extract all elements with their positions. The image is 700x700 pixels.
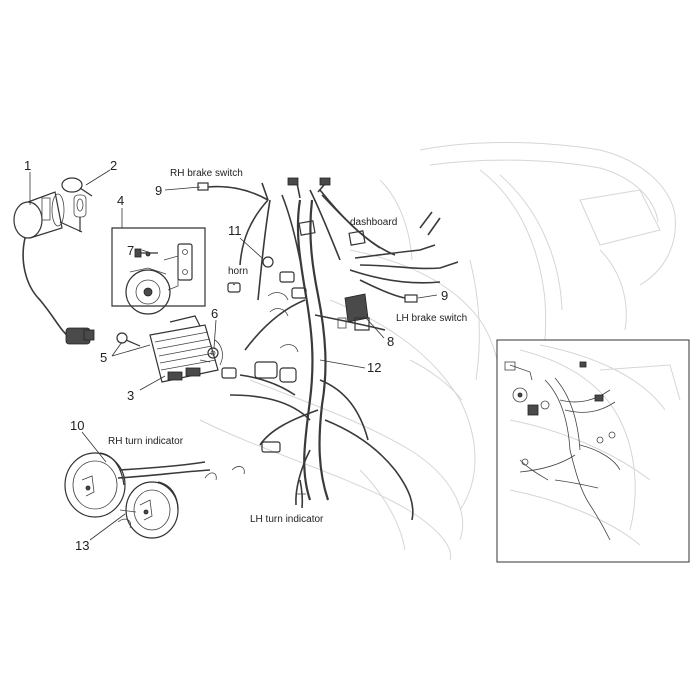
callout-numbers: 1 2 4 7 6 5 3 9 11 9 8 12 10 13 [24, 158, 448, 553]
leader-lines [29, 169, 438, 541]
callout-5: 5 [100, 350, 107, 365]
lh-turn-indicator [117, 481, 179, 539]
nut [207, 347, 219, 359]
callout-3: 3 [127, 388, 134, 403]
callout-12: 12 [367, 360, 381, 375]
callout-13: 13 [75, 538, 89, 553]
callout-1: 1 [24, 158, 31, 173]
lh-brake-switch-connector [359, 279, 418, 303]
horn-assembly-box [111, 227, 206, 315]
rh-turn-indicator [64, 452, 245, 518]
horn-screw [145, 251, 151, 257]
label-lh-brake-switch: LH brake switch [396, 313, 467, 324]
callout-9-lh: 9 [441, 288, 448, 303]
voltage-regulator [149, 315, 223, 383]
ignition-switch [13, 191, 95, 345]
rh-brake-switch-connector [197, 182, 269, 201]
label-lh-turn-indicator: LH turn indicator [250, 514, 324, 525]
callout-9-rh: 9 [155, 183, 162, 198]
callout-6: 6 [211, 306, 218, 321]
relay [337, 293, 370, 331]
label-rh-brake-switch: RH brake switch [170, 168, 243, 179]
horn-connector [227, 282, 241, 293]
dashboard-connectors [287, 177, 459, 284]
callout-7: 7 [127, 243, 134, 258]
callout-2: 2 [110, 158, 117, 173]
main-wiring-harness [229, 177, 414, 521]
label-horn: horn [228, 266, 248, 277]
mounting-screws [116, 332, 211, 363]
label-rh-turn-indicator: RH turn indicator [108, 436, 184, 447]
callout-8: 8 [387, 334, 394, 349]
ignition-keys [61, 177, 93, 232]
callout-10: 10 [70, 418, 84, 433]
lh-turn-indicator-wire [296, 479, 306, 509]
inset-overview-panel [496, 339, 690, 563]
harness-connectors [221, 256, 307, 453]
callout-11: 11 [228, 223, 242, 238]
label-dashboard: dashboard [350, 217, 397, 228]
callout-4: 4 [117, 193, 124, 208]
text-labels: RH brake switch dashboard horn LH brake … [108, 168, 467, 525]
